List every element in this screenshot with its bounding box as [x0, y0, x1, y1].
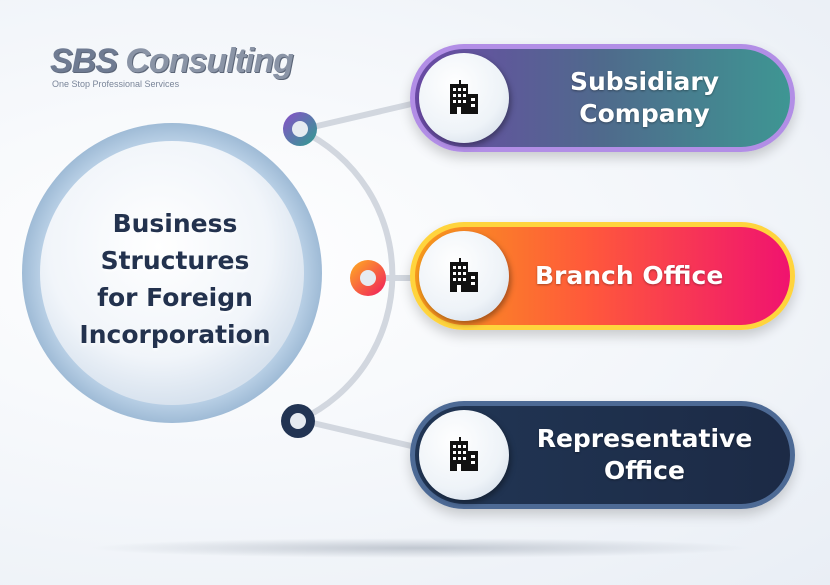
structure-card-representative: Representative Office: [410, 401, 795, 509]
floor-shadow: [90, 538, 750, 558]
structure-label: Representative Office: [519, 406, 770, 504]
structure-label-line: Office: [604, 456, 685, 485]
structure-badge: [419, 410, 509, 500]
connector-line-3: [299, 417, 421, 451]
hub-inner-circle: [40, 141, 304, 405]
building-icon: [450, 80, 478, 114]
node-dot-3: [281, 404, 315, 438]
building-icon: [450, 258, 478, 292]
logo-suffix: Consulting: [125, 42, 294, 80]
hub-title: Business Structures for Foreign Incorpor…: [60, 205, 290, 353]
structure-badge: [419, 231, 509, 321]
hub-title-line: for Foreign: [97, 283, 253, 312]
structure-card-subsidiary: Subsidiary Company: [410, 44, 795, 152]
node-dot-1: [283, 112, 317, 146]
structure-label-line: Branch Office: [535, 261, 724, 290]
hub-title-line: Incorporation: [79, 320, 271, 349]
structure-label-line: Company: [579, 99, 710, 128]
hub-title-line: Structures: [100, 246, 250, 275]
node-dot-2: [350, 260, 386, 296]
hub-title-line: Business: [112, 209, 238, 238]
structure-label-line: Subsidiary: [569, 67, 720, 96]
connector-line-1: [299, 99, 421, 133]
building-icon: [450, 437, 478, 471]
logo-prefix: SBS: [50, 42, 118, 80]
structure-label-line: Representative: [536, 424, 753, 453]
company-logo: SBS Consulting One Stop Professional Ser…: [50, 42, 294, 89]
logo-tagline: One Stop Professional Services: [52, 79, 180, 89]
structure-label: Branch Office: [535, 227, 770, 325]
structure-badge: [419, 53, 509, 143]
structure-card-branch: Branch Office: [410, 222, 795, 330]
structure-label: Subsidiary Company: [519, 49, 770, 147]
